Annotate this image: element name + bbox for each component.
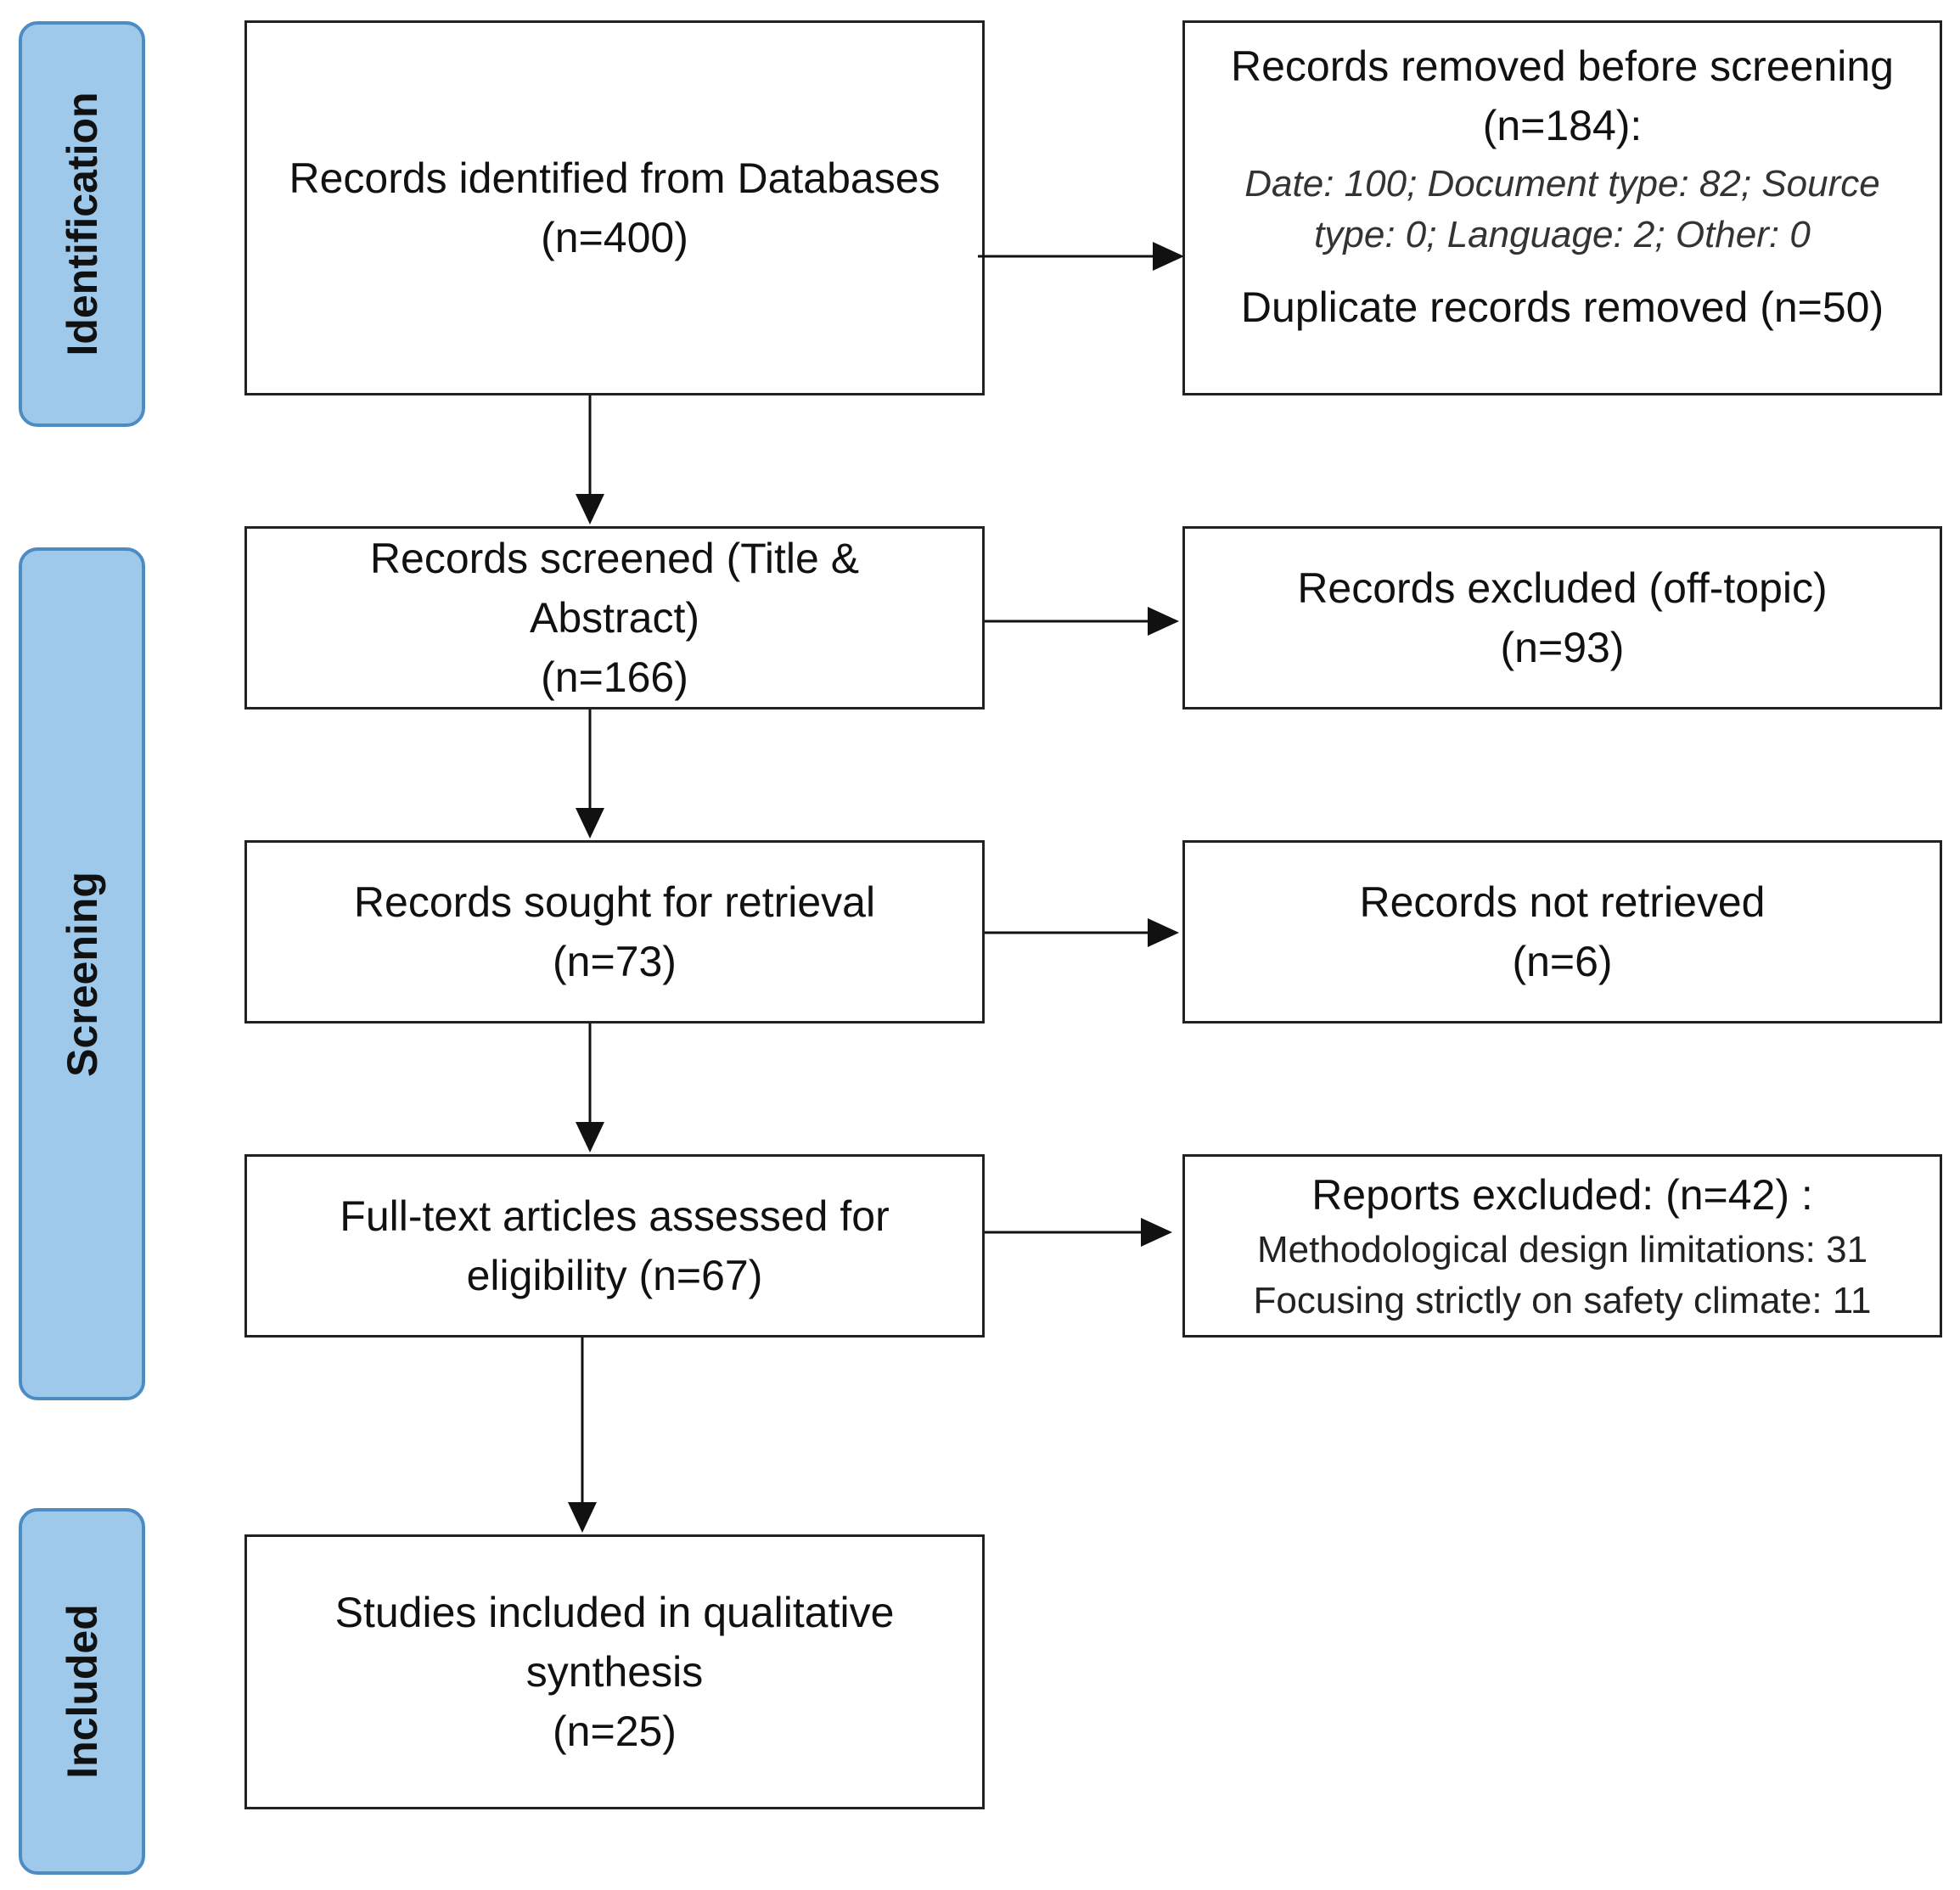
assessed-line1: Full-text articles assessed for — [340, 1192, 890, 1240]
reports-excluded-reason2: Focusing strictly on safety climate: 11 — [1253, 1280, 1872, 1321]
identified-count: (n=400) — [541, 214, 688, 261]
box-records-not-retrieved: Records not retrieved (n=6) — [1182, 840, 1942, 1024]
arrowhead-3 — [576, 1122, 604, 1153]
not-retrieved-count: (n=6) — [1512, 938, 1613, 985]
phase-identification: Identification — [19, 21, 145, 427]
phase-screening: Screening — [19, 547, 145, 1400]
reports-excluded-line1: Reports excluded: (n=42) : — [1311, 1171, 1813, 1219]
box-reports-excluded: Reports excluded: (n=42) : Methodologica… — [1182, 1154, 1942, 1338]
box-records-screened: Records screened (Title & Abstract) (n=1… — [244, 526, 985, 709]
phase-included: Included — [19, 1508, 145, 1875]
arrowhead-5 — [1153, 242, 1184, 271]
identified-line1: Records identified from Databases — [289, 154, 941, 202]
screened-line1: Records screened (Title & — [369, 535, 860, 582]
sought-line1: Records sought for retrieval — [353, 878, 876, 926]
arrowhead-2 — [576, 808, 604, 838]
box-studies-included: Studies included in qualitative synthesi… — [244, 1534, 985, 1809]
box-records-excluded: Records excluded (off-topic) (n=93) — [1182, 526, 1942, 709]
arrowhead-4 — [568, 1502, 597, 1533]
arrowhead-8 — [1141, 1218, 1172, 1247]
sought-count: (n=73) — [553, 938, 677, 985]
screened-line2: Abstract) — [529, 594, 700, 642]
duplicates-removed: Duplicate records removed (n=50) — [1240, 283, 1884, 331]
arrowhead-7 — [1148, 918, 1179, 947]
box-records-removed: Records removed before screening (n=184)… — [1182, 20, 1942, 395]
assessed-line2: eligibility (n=67) — [466, 1252, 763, 1299]
removed-count: (n=184): — [1482, 102, 1643, 149]
removed-line1: Records removed before screening — [1231, 42, 1894, 90]
included-line1: Studies included in qualitative — [334, 1589, 895, 1636]
removed-detail1: Date: 100; Document type: 82; Source — [1244, 163, 1880, 205]
removed-detail2: type: 0; Language: 2; Other: 0 — [1314, 214, 1811, 255]
reports-excluded-reason1: Methodological design limitations: 31 — [1256, 1229, 1868, 1270]
excluded-count: (n=93) — [1500, 624, 1625, 671]
box-records-identified: Records identified from Databases (n=400… — [244, 20, 985, 395]
arrowhead-6 — [1148, 607, 1179, 636]
included-count: (n=25) — [553, 1708, 677, 1755]
box-records-sought: Records sought for retrieval (n=73) — [244, 840, 985, 1024]
included-line2: synthesis — [525, 1648, 704, 1696]
arrowhead-1 — [576, 494, 604, 524]
screened-count: (n=166) — [541, 653, 688, 701]
box-fulltext-assessed: Full-text articles assessed for eligibil… — [244, 1154, 985, 1338]
excluded-line1: Records excluded (off-topic) — [1297, 564, 1828, 612]
not-retrieved-line1: Records not retrieved — [1359, 878, 1766, 926]
